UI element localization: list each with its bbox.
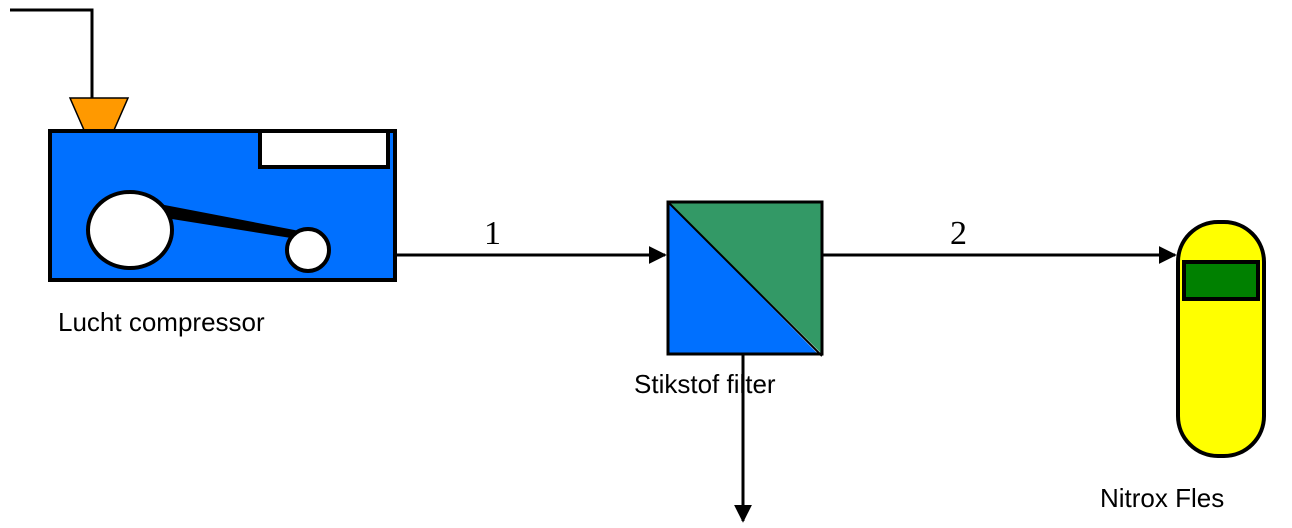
cylinder-label: Nitrox Fles: [1100, 483, 1224, 513]
filter-membrane: [667, 201, 823, 357]
nitrogen-filter: [666, 200, 824, 357]
compressor-large-wheel: [86, 190, 174, 270]
intake-funnel-icon: [68, 97, 130, 131]
air-compressor: [48, 97, 397, 282]
air-inlet-arrow: [10, 8, 101, 117]
cylinder-body: [1176, 220, 1266, 458]
cylinder-window: [1182, 260, 1260, 301]
compressor-belt: [128, 198, 310, 241]
compressor-panel: [258, 129, 390, 169]
nitrox-cylinder: [1176, 220, 1266, 458]
filter-outline: [666, 200, 824, 356]
compressor-label: Lucht compressor: [58, 307, 265, 337]
stream-2-label: 2: [950, 215, 967, 252]
stream-1-label: 1: [484, 215, 501, 252]
filter-label: Stikstof filter: [634, 369, 776, 399]
compressor-small-wheel: [285, 227, 331, 273]
